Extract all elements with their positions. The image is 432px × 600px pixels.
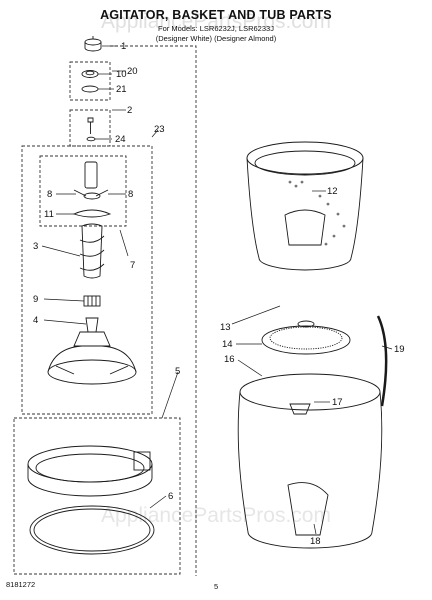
group-boxes: [13, 45, 197, 576]
part-5-balance-ring: [27, 445, 153, 497]
part-12-basket: [246, 141, 364, 271]
part-4-agitator-base: [47, 317, 137, 385]
callout-23: 23: [154, 124, 165, 135]
callout-21: 21: [116, 84, 127, 95]
callout-2: 2: [127, 105, 132, 116]
part-21-seal: [81, 85, 99, 93]
callout-labels: 1 20 10 21 2 24 23 8 8 11 7 3 9 4 5 6 12…: [33, 41, 405, 547]
group-box-5: [13, 417, 181, 575]
page-number: 5: [214, 582, 219, 591]
callout-12: 12: [327, 186, 338, 197]
callout-14: 14: [222, 339, 233, 350]
callout-5: 5: [175, 366, 180, 377]
callout-13: 13: [220, 322, 231, 333]
callout-9: 9: [33, 294, 38, 305]
callout-8-right: 8: [128, 189, 133, 200]
callout-7: 7: [130, 260, 135, 271]
callout-20: 20: [127, 66, 138, 77]
callout-18: 18: [310, 536, 321, 547]
callout-8-left: 8: [47, 189, 52, 200]
callout-19: 19: [394, 344, 405, 355]
callout-16: 16: [224, 354, 235, 365]
callout-3: 3: [33, 241, 38, 252]
connector-line: [110, 45, 197, 576]
part-9-clutch: [83, 295, 101, 307]
group-box-20: [69, 61, 111, 101]
part-24-washer: [86, 136, 96, 142]
callout-11: 11: [44, 209, 54, 220]
part-2-bolt: [87, 117, 94, 134]
part-3-auger: [79, 223, 105, 279]
part-10-ring: [81, 70, 99, 78]
part-16-tub: [237, 373, 383, 549]
callout-1: 1: [121, 41, 126, 52]
part-19-hose: [376, 315, 388, 407]
part-7-dogs-assembly: [72, 161, 112, 218]
document-number: 8181272: [6, 580, 36, 589]
part-6-gasket: [29, 505, 155, 555]
model-subtitle: For Models: LSR6232J, LSR6233J: [158, 24, 274, 33]
callout-6: 6: [168, 491, 173, 502]
page-title: AGITATOR, BASKET AND TUB PARTS: [100, 8, 332, 22]
callout-10: 10: [116, 69, 127, 80]
callout-4: 4: [33, 315, 38, 326]
part-14-hub: [261, 320, 351, 355]
color-subtitle: (Designer White) (Designer Almond): [155, 34, 277, 43]
callout-17: 17: [332, 397, 343, 408]
group-box-23: [21, 145, 153, 415]
group-box-7: [39, 155, 127, 227]
callout-24: 24: [115, 134, 126, 145]
part-1-cap: [84, 36, 102, 52]
leader-lines: [41, 45, 393, 535]
